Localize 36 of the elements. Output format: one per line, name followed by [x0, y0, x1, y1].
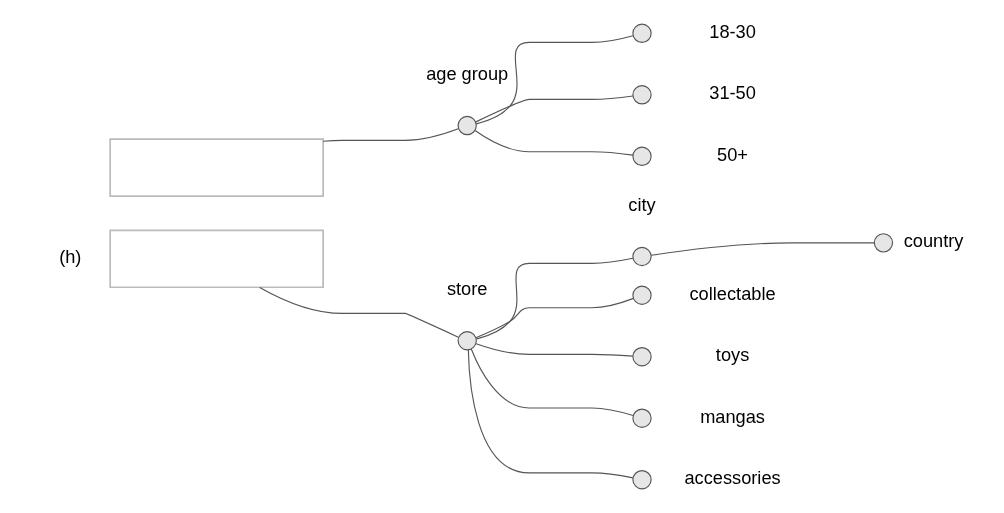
node-circle: [631, 408, 652, 428]
node-circle: [631, 347, 652, 367]
node-label: store: [446, 278, 487, 299]
node-box: [108, 229, 324, 289]
node-label: age group: [425, 63, 508, 84]
node-circle: [631, 246, 652, 267]
node-label: mangas: [699, 406, 765, 427]
connector: [470, 348, 634, 417]
connector: [322, 128, 459, 142]
label: (h): [58, 247, 81, 268]
connector: [650, 242, 875, 256]
node-circle: [457, 115, 477, 136]
connector: [475, 35, 634, 125]
node-label: country: [903, 231, 963, 252]
connector: [258, 286, 459, 338]
node-label: collectable: [689, 283, 776, 304]
node-label: toys: [715, 345, 749, 366]
connector: [475, 343, 633, 357]
node-label: 31-50: [708, 83, 756, 104]
connector: [474, 130, 633, 156]
node-label: city: [627, 194, 656, 215]
node-label: 50+: [716, 144, 748, 165]
connector: [467, 349, 633, 479]
node-circle: [631, 285, 652, 305]
node-circle: [631, 23, 652, 43]
node-circle: [457, 331, 477, 351]
node-circle: [873, 233, 893, 253]
node-box: [108, 138, 324, 197]
node-label: accessories: [683, 468, 781, 489]
node-circle: [631, 146, 652, 166]
node-circle: [631, 85, 652, 105]
connector: [475, 257, 633, 340]
node-circle: [631, 470, 652, 490]
connector: [474, 95, 633, 123]
connector: [474, 297, 634, 339]
node-label: 18-30: [708, 21, 756, 42]
